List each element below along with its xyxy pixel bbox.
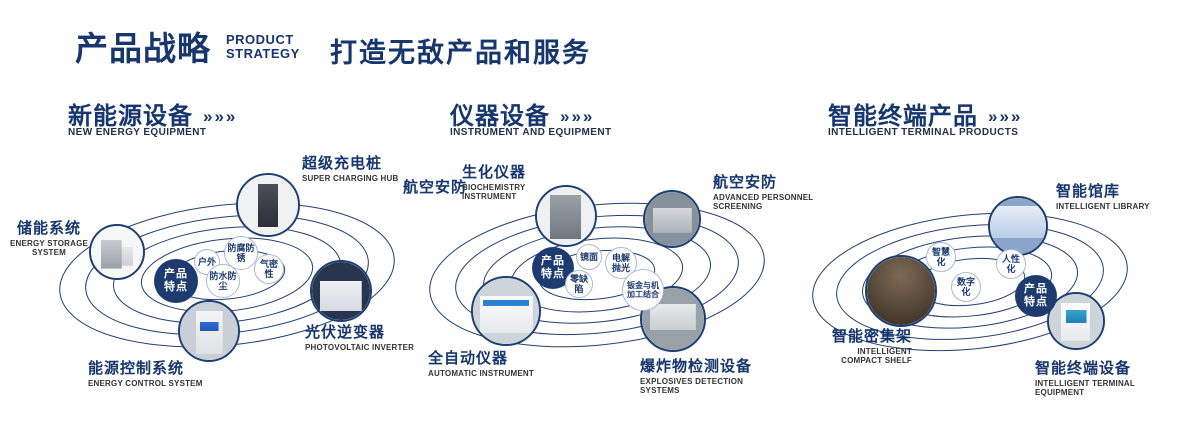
- badge-line2: 特点: [164, 281, 188, 293]
- badge-line2: 特点: [541, 268, 565, 280]
- product-personnel-screening: [643, 190, 701, 248]
- section-subtitle: NEW ENERGY EQUIPMENT: [68, 127, 207, 138]
- product-name-cn: 超级充电桩: [302, 155, 383, 172]
- feature-bubble: 防水防尘: [206, 264, 240, 298]
- automatic-instrument-image: [473, 278, 539, 344]
- page-title: 产品战略: [75, 30, 211, 67]
- product-name-cn: 全自动仪器: [428, 350, 509, 367]
- charging-hub-image: [238, 175, 298, 235]
- product-name-en: INTELLIGENT LIBRARY: [1056, 202, 1150, 212]
- feature-bubble: 人性化: [996, 249, 1026, 279]
- product-name-en: INTELLIGENT COMPACT SHELF: [841, 347, 912, 366]
- product-features-badge: 产品 特点: [1015, 275, 1057, 317]
- slogan: 打造无敌产品和服务: [330, 38, 591, 68]
- label-explosives-detection: 爆炸物检测设备 EXPLOSIVES DETECTION SYSTEMS: [640, 358, 775, 396]
- product-name-cn: 智能密集架: [831, 328, 912, 345]
- badge-line1: 产品: [1024, 282, 1048, 295]
- product-name-en: ENERGY STORAGE SYSTEM: [9, 239, 89, 258]
- feature-bubble: 智慧化: [926, 242, 956, 272]
- side-label-aviation-security: 航空安防: [403, 179, 468, 196]
- energy-control-image: [180, 302, 238, 360]
- product-name-cn: 航空安防: [713, 174, 778, 191]
- product-features-badge: 产品 特点: [532, 247, 574, 289]
- label-intelligent-compact-shelf: 智能密集架 INTELLIGENT COMPACT SHELF: [828, 328, 912, 366]
- section-new-energy-header: 新能源设备 »»»: [68, 96, 237, 131]
- orbit-rings: [812, 212, 1128, 352]
- feature-bubble: 钣金与机加工结合: [622, 269, 664, 311]
- label-automatic-instrument: 全自动仪器 AUTOMATIC INSTRUMENT: [428, 350, 548, 378]
- section-instruments-header: 仪器设备 »»»: [450, 96, 594, 131]
- badge-line2: 特点: [1024, 296, 1048, 308]
- personnel-screening-image: [645, 192, 699, 246]
- biochemistry-instrument-image: [537, 187, 595, 245]
- label-energy-storage: 储能系统 ENERGY STORAGE SYSTEM: [5, 220, 93, 258]
- product-name-cn: 爆炸物检测设备: [640, 358, 753, 375]
- section-terminals-header: 智能终端产品 »»»: [828, 96, 1022, 131]
- label-energy-control: 能源控制系统 ENERGY CONTROL SYSTEM: [88, 360, 218, 388]
- product-name-cn: 生化仪器: [462, 164, 527, 181]
- label-intelligent-library: 智能馆库 INTELLIGENT LIBRARY: [1056, 183, 1166, 211]
- intelligent-terminal-image: [1049, 294, 1103, 348]
- badge-line1: 产品: [541, 254, 565, 267]
- section-subtitle: INTELLIGENT TERMINAL PRODUCTS: [828, 127, 1019, 138]
- feature-bubble: 电解抛光: [605, 247, 637, 279]
- product-energy-control: [178, 300, 240, 362]
- feature-bubble: 数字化: [951, 272, 981, 302]
- section-title: 智能终端产品: [828, 103, 978, 130]
- label-personnel-screening: 航空安防 ADVANCED PERSONNEL SCREENING: [713, 174, 823, 212]
- intelligent-library-image: [990, 198, 1046, 254]
- triple-chevron-icon: »»»: [560, 107, 595, 126]
- section-title: 新能源设备: [68, 103, 193, 130]
- product-name-en: ADVANCED PERSONNEL SCREENING: [713, 193, 814, 212]
- page-title-en: PRODUCT STRATEGY: [226, 33, 300, 61]
- energy-storage-image: [91, 226, 143, 278]
- page-title-en-line1: PRODUCT: [226, 32, 294, 47]
- triple-chevron-icon: »»»: [988, 107, 1023, 126]
- product-explosives-detection: [640, 286, 706, 352]
- page-title-en-line2: STRATEGY: [226, 46, 300, 61]
- product-features-badge: 产品 特点: [154, 259, 198, 303]
- product-name-cn: 智能终端设备: [1035, 360, 1132, 377]
- product-intelligent-library: [988, 196, 1048, 256]
- product-name-en: EXPLOSIVES DETECTION SYSTEMS: [640, 377, 744, 396]
- product-photovoltaic-inverter: [310, 260, 372, 322]
- product-energy-storage: [89, 224, 145, 280]
- triple-chevron-icon: »»»: [203, 107, 238, 126]
- label-biochemistry-instrument: 生化仪器 BIOCHEMISTRY INSTRUMENT: [462, 164, 547, 202]
- product-name-cn: 光伏逆变器: [305, 324, 386, 341]
- feature-bubble: 镜面: [576, 244, 602, 270]
- product-automatic-instrument: [471, 276, 541, 346]
- feature-bubble: 零缺陷: [565, 270, 593, 298]
- product-name-en: ENERGY CONTROL SYSTEM: [88, 379, 203, 389]
- section-subtitle: INSTRUMENT AND EQUIPMENT: [450, 127, 612, 138]
- compact-shelf-image: [867, 257, 935, 325]
- product-biochemistry-instrument: [535, 185, 597, 247]
- feature-bubble: 气密性: [254, 254, 284, 284]
- product-name-en: PHOTOVOLTAIC INVERTER: [305, 343, 415, 353]
- product-name-cn: 智能馆库: [1056, 183, 1121, 200]
- product-name-en: AUTOMATIC INSTRUMENT: [428, 369, 534, 379]
- section-title: 仪器设备: [450, 103, 550, 130]
- label-intelligent-terminal: 智能终端设备 INTELLIGENT TERMINAL EQUIPMENT: [1035, 360, 1175, 398]
- feature-bubble: 防腐防锈: [224, 236, 258, 270]
- product-name-en: SUPER CHARGING HUB: [302, 174, 399, 184]
- product-name-cn: 能源控制系统: [88, 360, 185, 377]
- label-photovoltaic-inverter: 光伏逆变器 PHOTOVOLTAIC INVERTER: [305, 324, 420, 352]
- product-intelligent-terminal: [1047, 292, 1105, 350]
- product-intelligent-compact-shelf: [865, 255, 937, 327]
- product-name-en: INTELLIGENT TERMINAL EQUIPMENT: [1035, 379, 1135, 398]
- product-name-cn: 储能系统: [16, 220, 81, 237]
- label-super-charging-hub: 超级充电桩 SUPER CHARGING HUB: [302, 155, 417, 183]
- product-name-en: BIOCHEMISTRY INSTRUMENT: [462, 183, 526, 202]
- product-super-charging-hub: [236, 173, 300, 237]
- photovoltaic-inverter-image: [312, 262, 370, 320]
- badge-line1: 产品: [164, 267, 188, 280]
